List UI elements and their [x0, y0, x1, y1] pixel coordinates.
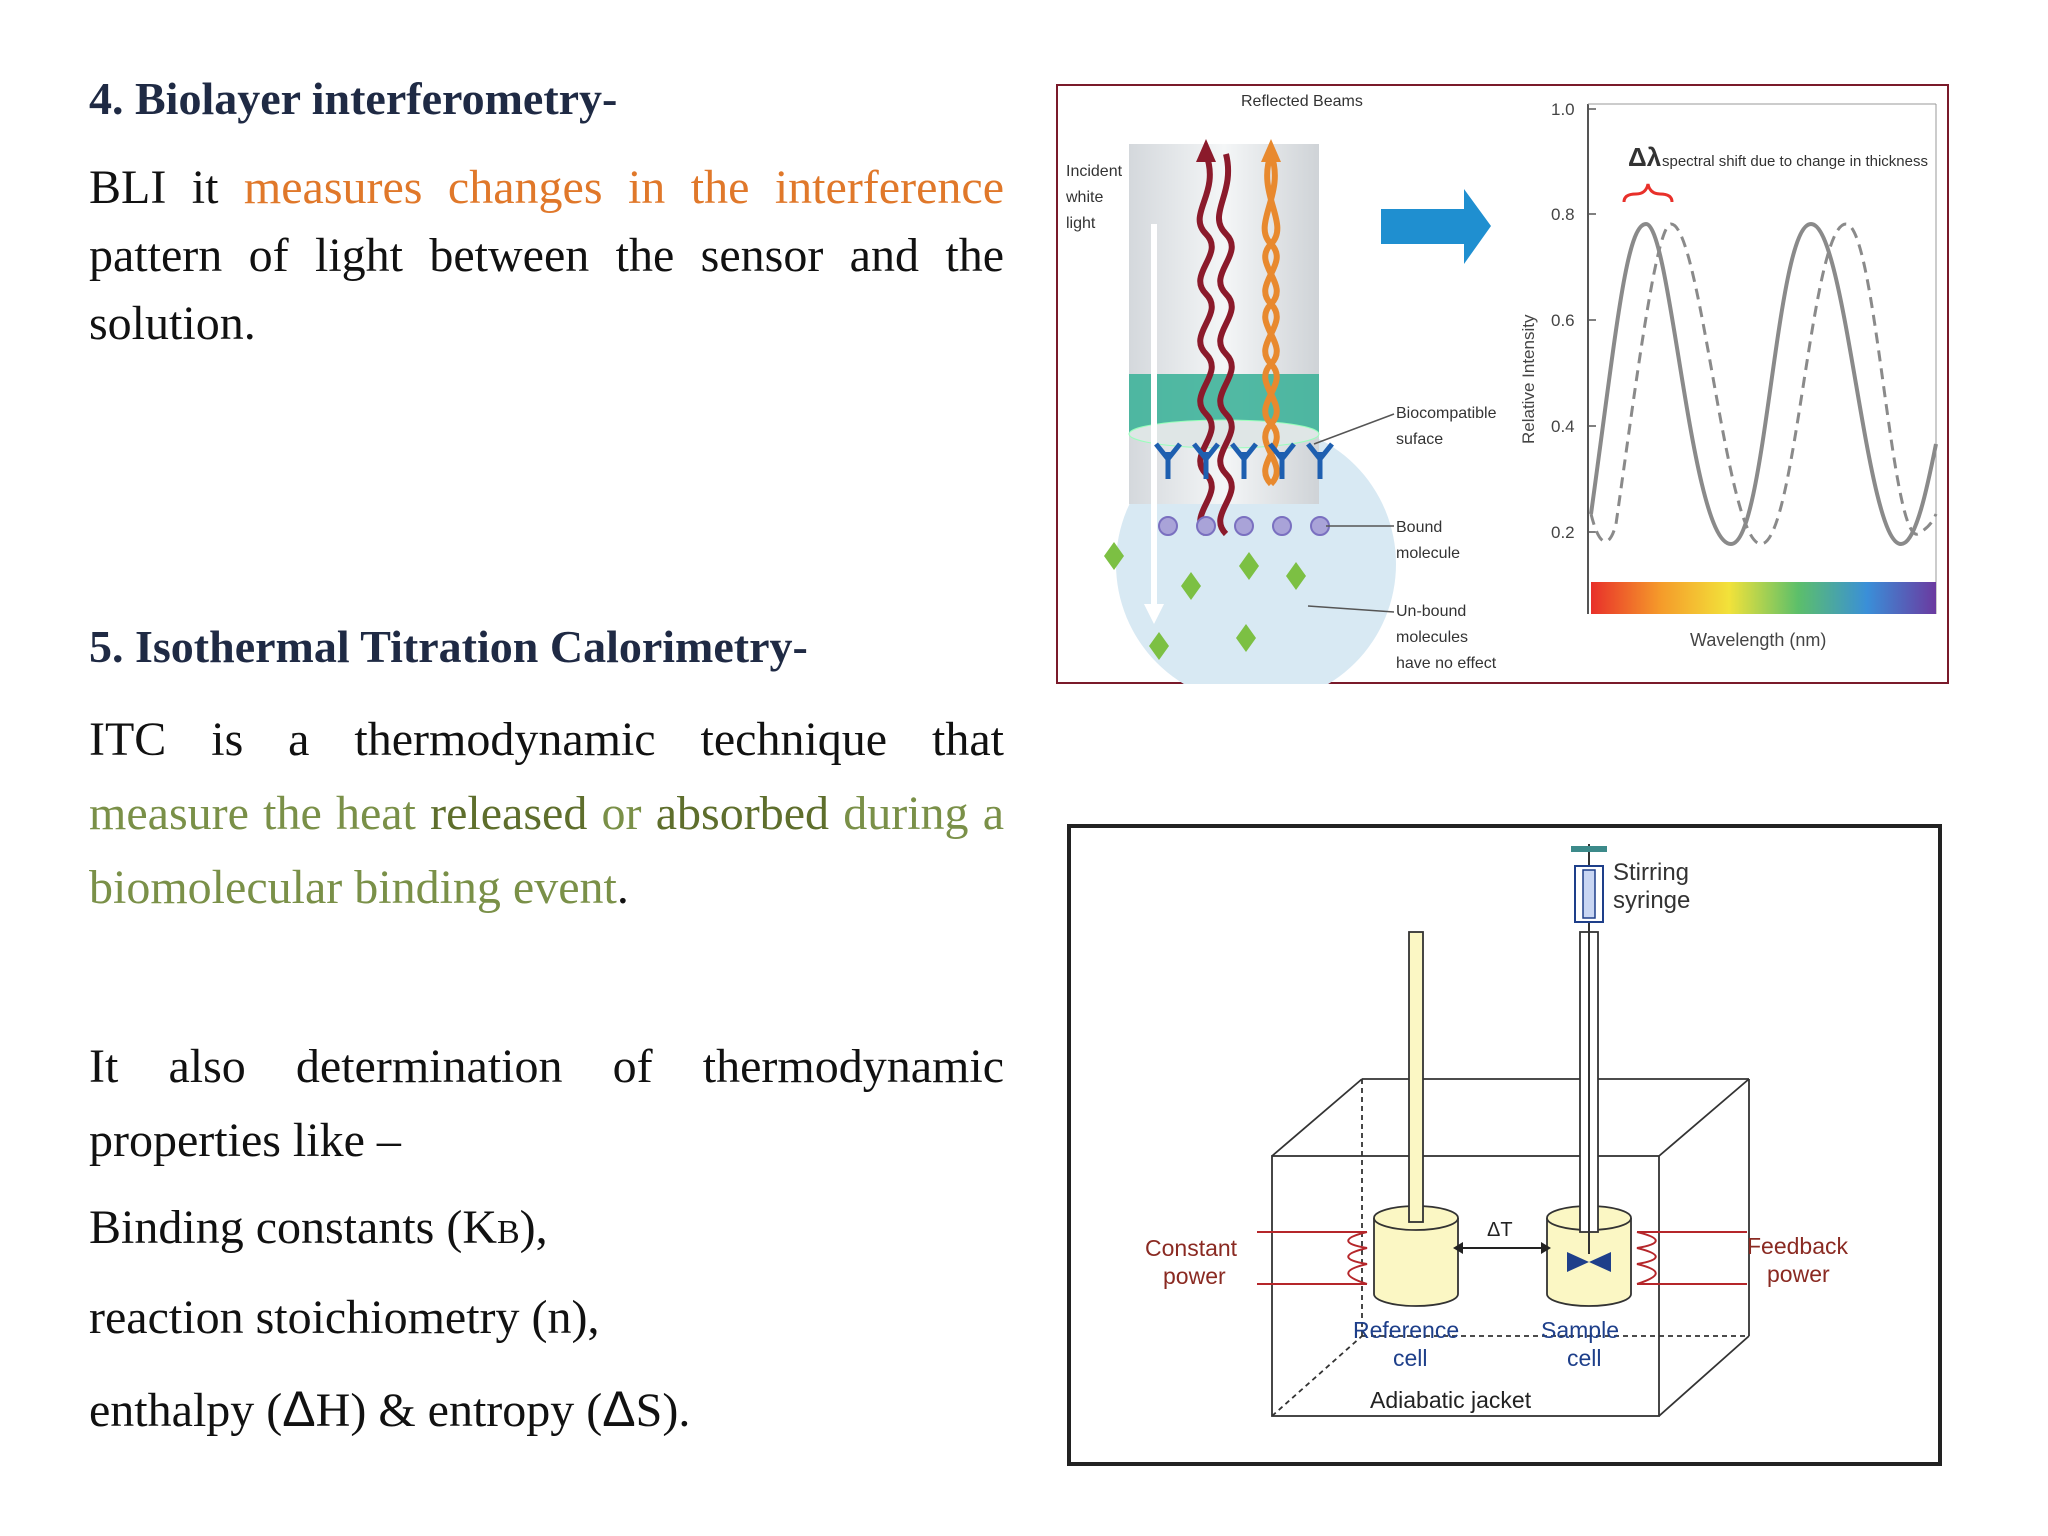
- red-arrowhead: [1196, 139, 1216, 162]
- entropy-text: H) & entropy (: [315, 1384, 603, 1437]
- orange-arrowhead: [1261, 139, 1281, 162]
- unbound-label-1: Un-bound: [1396, 603, 1466, 620]
- biocompatible-label-2: suface: [1396, 431, 1443, 448]
- binding-text-end: ),: [519, 1201, 548, 1254]
- shift-annotation: spectral shift due to change in thicknes…: [1662, 153, 1928, 170]
- y-tick-0-4: 0.4: [1551, 417, 1575, 436]
- orange-wave-2: [1262, 152, 1281, 487]
- space: [829, 787, 843, 840]
- highlight-text: absorbed: [655, 787, 829, 840]
- bound-label-2: molecule: [1396, 545, 1460, 562]
- stoichiometry-line: reaction stoichiometry (n),: [89, 1291, 600, 1344]
- y-tick-1-0: 1.0: [1551, 100, 1575, 119]
- section-5-paragraph-1: ITC is a thermodynamic technique that me…: [89, 703, 1004, 925]
- reference-tube: [1408, 931, 1424, 1223]
- section-4-heading: 4. Biolayer interferometry-: [89, 73, 618, 124]
- incident-label-3: light: [1066, 215, 1096, 232]
- constant-label: Constant: [1145, 1235, 1238, 1261]
- enthalpy-entropy-line: enthalpy (ΔH) & entropy (ΔS).: [89, 1380, 690, 1438]
- pointer-line: [1307, 605, 1395, 613]
- reference-cell: [1373, 1218, 1459, 1307]
- heater-coils: [1257, 1231, 1747, 1285]
- highlight-text: released: [430, 787, 588, 840]
- section-5-paragraph-2: It also determination of thermodynamic p…: [89, 1040, 1004, 1167]
- reflected-beams-label: Reflected Beams: [1241, 93, 1363, 110]
- shift-brace: [1622, 183, 1674, 203]
- section-4-body: BLI it measures changes in the interfere…: [89, 154, 1004, 358]
- highlight-text: during a biomolecular binding event: [89, 787, 1005, 914]
- stirring-label: Stirring: [1613, 859, 1689, 886]
- subscript-b: B: [496, 1214, 520, 1251]
- y-tick-0-8: 0.8: [1551, 205, 1575, 224]
- syringe-fluid: [1582, 869, 1596, 919]
- syringe-label: syringe: [1613, 887, 1690, 914]
- bound-molecules: [1158, 516, 1330, 536]
- reference-label: Reference: [1353, 1317, 1459, 1343]
- constant-power-label: power: [1163, 1263, 1226, 1289]
- delta-t-label: ΔT: [1487, 1219, 1513, 1241]
- period: .: [616, 861, 629, 914]
- sample-cell-label: cell: [1567, 1345, 1602, 1371]
- red-wave-2: [1215, 153, 1235, 537]
- sample-cell: [1546, 1218, 1632, 1307]
- feedback-label: Feedback: [1747, 1233, 1849, 1259]
- binding-constants-line: Binding constants (KB),: [89, 1200, 548, 1255]
- stirrer-blade-left: [1567, 1252, 1589, 1272]
- syringe-cap: [1571, 846, 1607, 852]
- unbound-label-3: have no effect: [1396, 655, 1497, 672]
- body-text: ITC is a thermodynamic technique that: [89, 713, 1004, 766]
- delta-symbol: Δ: [602, 1381, 636, 1437]
- itc-figure: ΔT Stirring syringe Constant power Feedb…: [1067, 824, 1942, 1466]
- y-axis-ticks: [1588, 108, 1596, 533]
- incident-label-2: white: [1065, 189, 1103, 206]
- binding-text: Binding constants (K: [89, 1201, 497, 1254]
- stirrer-blade-right: [1589, 1252, 1611, 1272]
- body-text: pattern of light between the sensor and …: [89, 229, 1004, 350]
- highlight-text: or: [601, 787, 642, 840]
- antibodies: [1154, 442, 1334, 479]
- section-5-heading: 5. Isothermal Titration Calorimetry-: [89, 621, 808, 672]
- bli-figure: Reflected Beams Incident white light Bio…: [1056, 84, 1949, 684]
- y-axis-label: Relative Intensity: [1519, 314, 1538, 444]
- space: [416, 787, 430, 840]
- entropy-text-end: S).: [635, 1384, 691, 1437]
- unbound-molecules: [1104, 542, 1306, 660]
- x-axis-label: Wavelength (nm): [1690, 630, 1826, 650]
- biocompatible-label-1: Biocompatible: [1396, 405, 1497, 422]
- y-tick-0-6: 0.6: [1551, 311, 1575, 330]
- pointer-line: [1313, 413, 1395, 445]
- unbound-label-2: molecules: [1396, 629, 1468, 646]
- highlight-text: measures changes in the interference: [243, 161, 1004, 214]
- wavelength-spectrum-bar: [1591, 582, 1936, 614]
- space: [642, 787, 656, 840]
- feedback-power-label: power: [1767, 1261, 1830, 1287]
- reference-cell-label: cell: [1393, 1345, 1428, 1371]
- delta-t-arrowhead-right: [1541, 1242, 1551, 1254]
- sample-label: Sample: [1541, 1317, 1619, 1343]
- delta-symbol: Δ: [282, 1381, 316, 1437]
- adiabatic-jacket-box: [1271, 1078, 1750, 1417]
- space: [587, 787, 601, 840]
- delta-lambda-symbol: Δλ: [1628, 142, 1662, 172]
- body-text: BLI it: [89, 161, 244, 214]
- blue-arrow: [1381, 189, 1491, 264]
- adiabatic-jacket-label: Adiabatic jacket: [1370, 1387, 1532, 1413]
- incident-arrowhead: [1144, 604, 1164, 624]
- highlight-text: measure the heat: [89, 787, 416, 840]
- itc-frame: [1067, 824, 1942, 1466]
- solid-curve: [1589, 221, 1938, 547]
- enthalpy-text: enthalpy (: [89, 1384, 283, 1437]
- incident-label-1: Incident: [1066, 163, 1123, 180]
- delta-t-arrowhead-left: [1453, 1242, 1463, 1254]
- bound-label-1: Bound: [1396, 519, 1442, 536]
- y-tick-0-2: 0.2: [1551, 523, 1575, 542]
